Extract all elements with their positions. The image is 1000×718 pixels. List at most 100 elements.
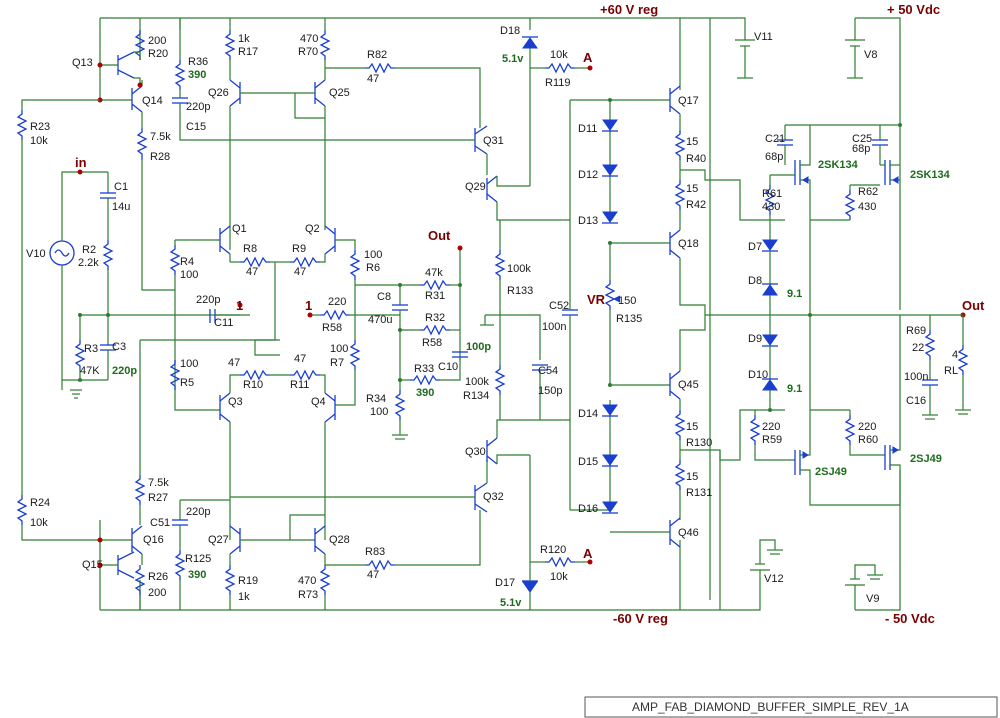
label-q25: Q25 (329, 87, 350, 99)
title-text: AMP_FAB_DIAMOND_BUFFER_SIMPLE_REV_1A (632, 700, 909, 714)
label-r61: R61 (762, 188, 782, 200)
r40 (674, 130, 686, 160)
q25 (294, 79, 326, 230)
r36 (174, 60, 186, 90)
c51 (172, 499, 230, 550)
q30 (486, 419, 570, 465)
value-d10: 9.1 (787, 383, 802, 395)
label-r120: R120 (540, 544, 566, 556)
value-r120: 10k (550, 571, 568, 583)
label-m2: 2SK134 (910, 169, 951, 181)
label-r125: R125 (185, 553, 211, 565)
d16 (602, 501, 618, 514)
r11 (290, 369, 326, 393)
value-r24: 10k (30, 517, 48, 529)
r61 (764, 175, 776, 220)
label-q26: Q26 (208, 87, 229, 99)
value-r119: 10k (550, 49, 568, 61)
label-m1: 2SK134 (818, 159, 859, 171)
negative-rail (100, 470, 901, 611)
value-c15: 220p (186, 101, 210, 113)
c15 (172, 90, 230, 141)
q16 (131, 525, 143, 565)
value-c51: 220p (186, 506, 210, 518)
label-r19: R19 (238, 575, 258, 587)
q1 (175, 225, 231, 262)
r24 (16, 495, 132, 541)
label-d15: D15 (578, 456, 598, 468)
q45 (669, 315, 706, 410)
label-r5: R5 (180, 377, 194, 389)
value-d17: 5.1v (500, 597, 522, 609)
value-r58: 220 (328, 296, 346, 308)
value-c21: 68p (765, 151, 783, 163)
q29 (486, 175, 570, 221)
label-rl: RL (944, 365, 958, 377)
label-q3: Q3 (228, 396, 243, 408)
value-c16: 100n (904, 371, 928, 383)
label-r32: R32 (425, 312, 445, 324)
r70 (319, 30, 331, 80)
vr-r135 (604, 243, 621, 385)
value-c54: 150p (538, 385, 562, 397)
d17 (522, 455, 538, 593)
label-q1: Q1 (232, 223, 247, 235)
label-r133: R133 (507, 285, 533, 297)
r23 (16, 99, 100, 495)
label-vr: VR (587, 292, 606, 307)
value-r134: 100k (465, 376, 489, 388)
value-r135: 150 (618, 295, 636, 307)
label-v12: V12 (764, 573, 784, 585)
label-c8: C8 (377, 291, 391, 303)
value-r19: 1k (238, 591, 250, 603)
value-r130: 15 (686, 421, 698, 433)
r20 (134, 30, 146, 60)
r69 (924, 315, 936, 380)
label-r10: R10 (243, 379, 263, 391)
label-c25: C25 (852, 133, 872, 145)
value-r62: 430 (858, 201, 876, 213)
label-q2: Q2 (305, 223, 320, 235)
d14 (602, 404, 618, 417)
net-vneg-out: - 50 Vdc (885, 611, 935, 626)
value-c10: 100p (466, 341, 491, 353)
r62 (810, 184, 880, 221)
title-block (584, 696, 998, 718)
value-c8: 470u (368, 314, 392, 326)
value-r34: 100 (370, 406, 388, 418)
r4 (169, 240, 220, 411)
r17 (224, 30, 236, 80)
r10 (240, 369, 290, 381)
q4 (324, 392, 336, 540)
net-vpos-out: + 50 Vdc (887, 2, 940, 17)
label-r3: R3 (84, 343, 98, 355)
q3 (219, 374, 240, 540)
label-q28: Q28 (329, 534, 350, 546)
label-c21: C21 (765, 133, 785, 145)
label-v11: V11 (754, 31, 773, 43)
value-r8: 47 (246, 266, 258, 278)
r7 (335, 340, 361, 406)
m1-2sk134 (770, 125, 811, 315)
net-one-a: 1 (236, 298, 243, 313)
label-r8: R8 (243, 243, 257, 255)
label-r31: R31 (425, 290, 445, 302)
value-r40: 15 (686, 136, 698, 148)
r8 (230, 256, 285, 268)
value-r42: 15 (686, 183, 698, 195)
c1 (100, 172, 116, 240)
label-r59: R59 (762, 434, 782, 446)
q14 (100, 80, 143, 128)
r125 (174, 550, 186, 580)
value-r60: 220 (858, 421, 876, 433)
label-c16: C16 (906, 395, 926, 407)
c25 (872, 139, 888, 165)
q17 (610, 85, 681, 130)
d18 (522, 36, 538, 186)
label-r69: R69 (906, 325, 926, 337)
v9-source (845, 564, 883, 610)
net-a-bot: A (583, 546, 593, 561)
label-r24: R24 (30, 497, 50, 509)
label-q15: Q15 (82, 559, 103, 571)
